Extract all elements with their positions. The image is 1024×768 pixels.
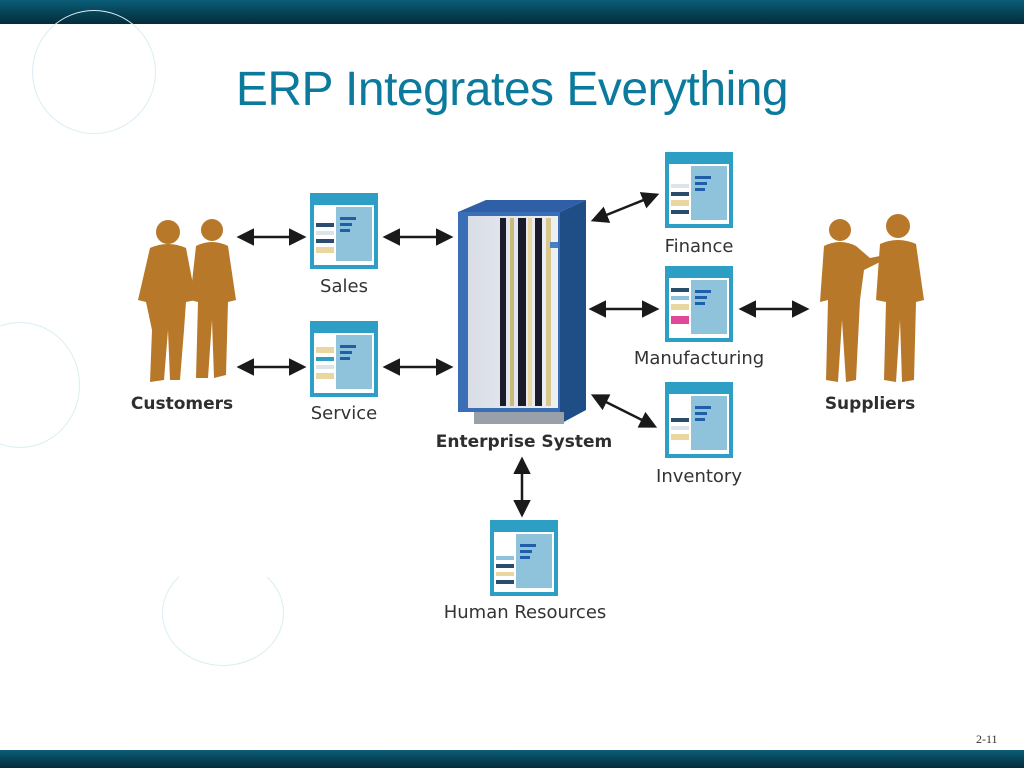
arrow-enterprise-inventory [590,394,658,428]
finance-module-icon [665,152,733,228]
bottom-banner [0,750,1024,768]
enterprise-system-label: Enterprise System [435,432,613,452]
sales-module-icon [310,193,378,269]
suppliers-people-icon [820,214,924,382]
service-module-icon [310,321,378,397]
decorative-circle [32,10,156,134]
enterprise-server-icon [458,200,586,424]
sales-label: Sales [320,276,368,297]
human-resources-module-icon [490,520,558,596]
service-label: Service [310,403,378,424]
manufacturing-label: Manufacturing [633,348,765,369]
inventory-module-icon [665,382,733,458]
slide-title: ERP Integrates Everything [235,63,789,116]
human-resources-label: Human Resources [443,602,607,623]
inventory-label: Inventory [656,466,742,487]
top-banner [0,0,1024,24]
arrow-enterprise-finance [590,192,660,223]
customers-people-icon [138,219,236,382]
finance-label: Finance [664,236,734,257]
suppliers-label: Suppliers [824,394,916,414]
decorative-circle [162,560,284,666]
manufacturing-module-icon [665,266,733,342]
page-number: 2-11 [976,732,998,746]
customers-label: Customers [130,394,234,414]
